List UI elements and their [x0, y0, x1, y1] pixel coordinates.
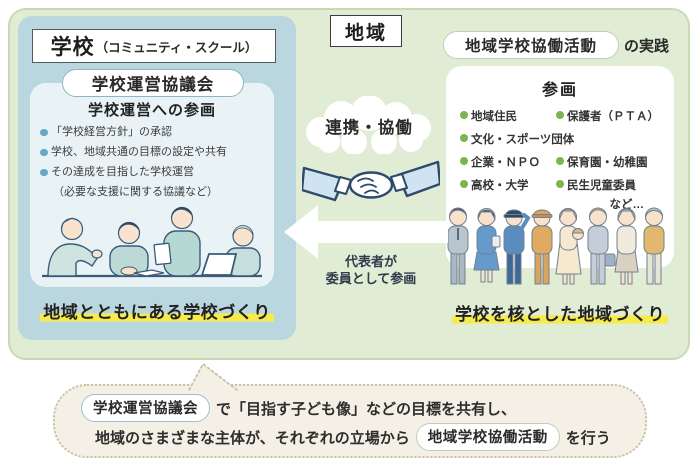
summary-council-pill: 学校運営協議会: [81, 394, 210, 422]
school-title-sub: （コミュニティ・スクール）: [95, 40, 258, 55]
region-caption: 学校を核とした地域づくり: [446, 300, 674, 325]
region-title-box: 地域: [330, 15, 402, 47]
region-activity-row: 地域学校協働活動 の実践: [443, 31, 669, 59]
left-arrow-icon: [282, 202, 448, 262]
summary-text-3: を行う: [565, 429, 611, 447]
school-council-meeting-illustration: [34, 196, 270, 288]
members-etc: など…: [609, 199, 645, 211]
member-item: 地域住民: [460, 108, 554, 124]
member-item: 保護者（ＰＴＡ）: [556, 108, 674, 124]
school-bullet-item: 「学校経営方針」の承認: [40, 122, 266, 142]
member-item: 文化・スポーツ団体: [460, 131, 674, 147]
member-item: 高校・大学: [460, 177, 554, 193]
community-people-illustration: [442, 202, 674, 296]
member-item: 民生児童委員: [556, 177, 674, 193]
summary-line-1: 学校運営協議会 で「目指す子ども像」などの目標を共有し、: [81, 394, 516, 422]
school-council-pill: 学校運営協議会: [62, 69, 244, 97]
summary-bubble-tail: [183, 362, 241, 391]
handshake-icon: [300, 148, 442, 208]
school-participation-heading: 学校運営への参画: [87, 102, 216, 119]
school-bullet-list: 「学校経営方針」の承認 学校、地域共通の目標の設定や共有 その達成を目指した学校…: [40, 122, 266, 202]
cloud-shape: [299, 95, 439, 155]
summary-activity-pill: 地域学校協働活動: [415, 423, 560, 451]
region-activity-suffix: の実践: [624, 37, 670, 55]
school-bullet-item: 学校、地域共通の目標の設定や共有: [40, 142, 266, 162]
summary-text-1: で「目指す子ども像」などの目標を共有し、: [216, 400, 517, 418]
school-bullet-note: （必要な支援に関する協議など）: [53, 186, 218, 198]
school-caption: 地域とともにある学校づくり: [18, 298, 296, 323]
school-title-box: 学校（コミュニティ・スクール）: [32, 29, 276, 63]
region-activity-pill: 地域学校協働活動: [443, 31, 619, 59]
school-title: 学校: [50, 36, 95, 59]
summary-text-2: 地域のさまざまな主体が、それぞれの立場から: [95, 429, 410, 447]
school-bullet-item: その達成を目指した学校運営: [40, 162, 266, 182]
summary-line-2: 地域のさまざまな主体が、それぞれの立場から 地域学校協働活動 を行う: [95, 423, 611, 451]
region-members-list: 地域住民 保護者（ＰＴＡ） 文化・スポーツ団体 企業・ＮＰＯ 保育園・幼稚園 高…: [460, 108, 674, 193]
member-item: 保育園・幼稚園: [556, 154, 674, 170]
arrow-caption: 代表者が 委員として参画: [325, 254, 417, 286]
cooperation-label: 連携・協働: [325, 119, 413, 137]
member-item: 企業・ＮＰＯ: [460, 154, 554, 170]
region-participation-heading: 参画: [541, 82, 578, 99]
